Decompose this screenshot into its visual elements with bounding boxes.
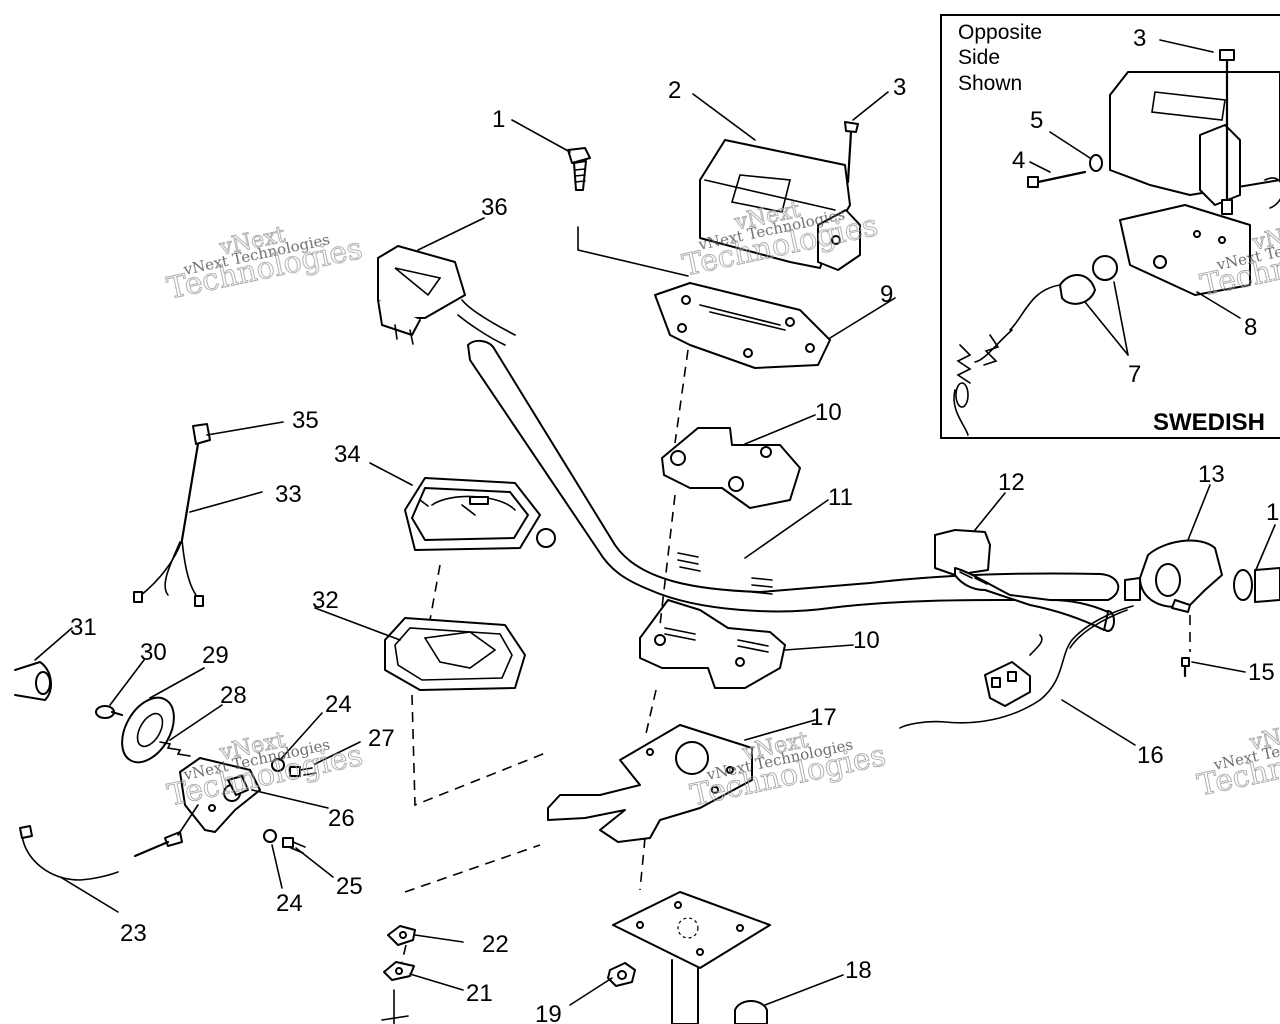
- inset-headlight-housing: [1109, 71, 1280, 296]
- inset-caption-line-3: Shown: [958, 72, 1022, 95]
- callout-27: 27: [368, 725, 395, 752]
- callout-29: 29: [202, 642, 229, 669]
- assembly-lines: [177, 226, 1191, 963]
- inset-callout-7: 7: [1128, 361, 1141, 388]
- callout-25: 25: [336, 873, 363, 900]
- screw-30: [95, 705, 124, 719]
- lower-clamp: [639, 599, 786, 689]
- callout-1: 1: [492, 106, 505, 133]
- callout-16: 16: [1137, 742, 1164, 769]
- inset-screw-4: [1027, 170, 1087, 188]
- clip-22: [387, 925, 416, 946]
- callout-21: 21: [466, 980, 493, 1007]
- callout-30: 30: [140, 639, 167, 666]
- inset-title: SWEDISH: [1153, 409, 1265, 436]
- callout-28: 28: [220, 682, 247, 709]
- inset-plug-7: [953, 255, 1118, 436]
- nut-24-upper: [271, 758, 285, 772]
- screw-27: [289, 766, 317, 777]
- callout-31: 31: [70, 614, 97, 641]
- brake-lever-12: [934, 529, 1109, 631]
- grip-14: [1233, 567, 1280, 603]
- mounting-bracket: [547, 724, 753, 843]
- inset-caption-line-1: Opposite: [958, 21, 1042, 44]
- inset-bolt-3: [1219, 49, 1235, 215]
- upper-plate: [654, 282, 831, 369]
- callout-19: 19: [535, 1001, 562, 1024]
- watermark-bottom-left: vNext vNext Technologies Technologies: [164, 727, 366, 814]
- inset-caption-line-2: Side: [958, 46, 1000, 69]
- callout-34: 34: [334, 441, 361, 468]
- adjuster-screw: [133, 831, 183, 858]
- screw-25: [282, 837, 306, 854]
- screw-3: [844, 121, 859, 184]
- callout-12: 12: [998, 469, 1025, 496]
- inset-callout-8: 8: [1244, 314, 1257, 341]
- left-control-switch: [377, 245, 516, 346]
- speedometer-cushion: [384, 617, 526, 691]
- callout-13: 13: [1198, 461, 1225, 488]
- inset-callout-3: 3: [1133, 25, 1146, 52]
- cable-23: [19, 825, 119, 881]
- callout-9: 9: [880, 281, 893, 308]
- watermark-top-left: vNext vNext Technologies Technologies: [164, 222, 366, 307]
- throttle-cable-16: [899, 605, 1134, 729]
- steering-stem-plate: [612, 891, 771, 1024]
- screw-15: [1181, 657, 1190, 678]
- callout-10-lower: 10: [853, 627, 880, 654]
- upper-clamp: [661, 427, 801, 509]
- throttle-housing-13: [1124, 539, 1223, 613]
- spring-28: [159, 741, 191, 757]
- callout-15: 15: [1248, 659, 1275, 686]
- callout-17: 17: [810, 704, 837, 731]
- callout-24-lower: 24: [276, 890, 303, 917]
- callout-26: 26: [328, 805, 355, 832]
- bulb-31: [14, 661, 52, 701]
- bezel-29: [121, 696, 175, 764]
- callout-10-upper: 10: [815, 399, 842, 426]
- speedometer: [404, 477, 556, 551]
- headlight-bracket-26: [179, 757, 261, 833]
- callout-24-upper: 24: [325, 691, 352, 718]
- inset-swedish-panel: Opposite Side Shown SWEDISH: [940, 14, 1280, 439]
- callout-14-partial: 1: [1266, 499, 1279, 526]
- headlight-housing: [699, 139, 861, 271]
- callout-35: 35: [292, 407, 319, 434]
- callout-22: 22: [482, 931, 509, 958]
- callout-11: 11: [828, 484, 853, 511]
- wire-harness: [133, 423, 211, 607]
- inset-callout-5: 5: [1030, 107, 1043, 134]
- leader-lines: [34, 91, 1276, 1006]
- callout-33: 33: [275, 481, 302, 508]
- clip-21: [381, 961, 415, 1024]
- bolt-1: [567, 147, 591, 191]
- callout-18: 18: [845, 957, 872, 984]
- callout-2: 2: [668, 77, 681, 104]
- nut-19: [607, 962, 636, 987]
- nut-24-lower: [263, 829, 277, 843]
- callout-32: 32: [312, 587, 339, 614]
- watermark-bottom-right: vNext vNext Technologies Technologies: [1194, 717, 1280, 804]
- callout-numbers: 1 2 3 9 10 11 12 13 1 15 16 17 10 18 19 …: [70, 74, 1279, 1024]
- callout-3: 3: [893, 74, 906, 101]
- callout-36: 36: [481, 194, 508, 221]
- inset-callout-4: 4: [1012, 147, 1025, 174]
- callout-23: 23: [120, 920, 147, 947]
- inset-washer-5: [1089, 154, 1103, 172]
